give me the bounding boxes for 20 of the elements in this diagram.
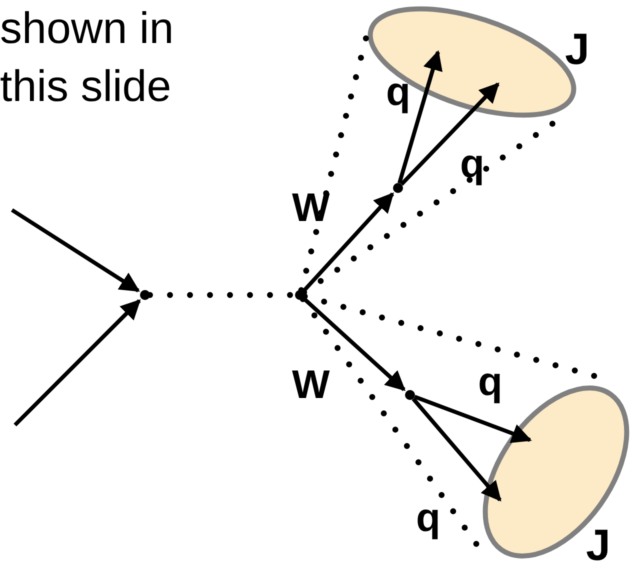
vertex-point xyxy=(140,290,150,300)
arrow xyxy=(398,50,443,184)
arrow xyxy=(10,208,140,292)
jet-label: J xyxy=(586,524,610,568)
vertex-point xyxy=(405,390,415,400)
arrow xyxy=(302,192,394,293)
arrow xyxy=(14,299,141,426)
arrow xyxy=(414,394,532,444)
note-text: shown in this slide xyxy=(0,3,175,113)
arrow xyxy=(302,296,406,392)
vertex-point xyxy=(393,183,403,193)
edge-label: q xyxy=(416,498,440,538)
edge-label: q xyxy=(386,72,410,112)
edge-label: q xyxy=(460,144,484,184)
arrow xyxy=(400,82,500,186)
jet-label: J xyxy=(565,28,590,72)
vertex-point xyxy=(295,290,305,300)
arrow xyxy=(412,398,502,502)
edge-label: q xyxy=(478,362,502,402)
edge-label: W xyxy=(292,365,330,405)
